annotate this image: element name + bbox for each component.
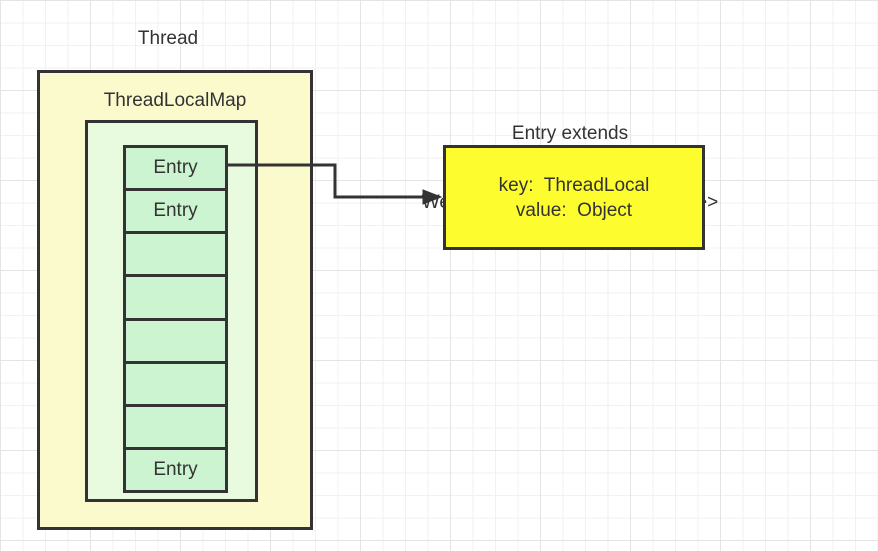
threadlocalmap-title: ThreadLocalMap — [103, 90, 247, 111]
thread-label[interactable]: Thread — [137, 28, 199, 49]
entry-cell[interactable] — [123, 274, 228, 321]
entry-cell[interactable] — [123, 403, 228, 450]
entry-detail-box[interactable]: key: ThreadLocal value: Object — [443, 145, 705, 250]
arrowhead-icon — [422, 189, 443, 205]
entry-cell[interactable]: Entry — [123, 188, 228, 235]
entry-caption-line1: Entry extends — [511, 123, 629, 144]
entry-cell[interactable] — [123, 317, 228, 364]
entry-cell[interactable] — [123, 231, 228, 278]
entry-cell[interactable] — [123, 360, 228, 407]
entry-cell[interactable]: Entry — [123, 145, 228, 192]
entry-key-line: key: ThreadLocal — [498, 174, 650, 196]
entry-cell[interactable]: Entry — [123, 446, 228, 493]
entry-reference-arrow[interactable] — [226, 150, 446, 220]
entry-value-line: value: Object — [515, 199, 633, 221]
